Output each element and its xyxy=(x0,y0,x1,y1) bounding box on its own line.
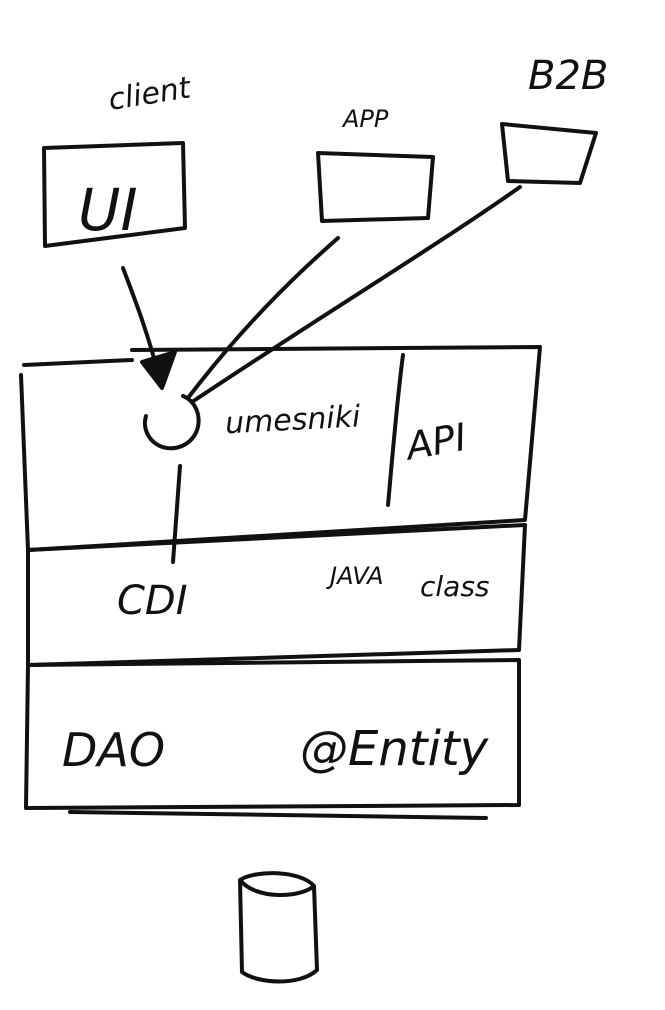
dao-bottom-stroke xyxy=(68,810,488,820)
database-cylinder xyxy=(238,871,319,984)
app-box xyxy=(316,151,435,223)
java-class-layer-box xyxy=(26,523,527,667)
api-endpoint-circle xyxy=(142,394,201,451)
cdi-connector xyxy=(171,464,182,564)
b2b-label: B2B xyxy=(528,53,608,99)
entity-label: @Entity xyxy=(300,721,489,777)
arrow-head xyxy=(140,350,177,390)
class-label: class xyxy=(420,570,490,603)
client-label: client xyxy=(106,70,194,118)
java-label: JAVA xyxy=(326,562,384,590)
api-label: API xyxy=(400,415,470,469)
api-divider xyxy=(386,353,405,507)
ui-box xyxy=(42,141,187,248)
b2b-to-api-line xyxy=(190,185,522,404)
dao-label: DAO xyxy=(62,723,165,777)
ui-label: UI xyxy=(78,176,138,244)
dao-layer-box xyxy=(24,658,521,810)
app-to-api-line xyxy=(186,236,340,400)
api-layer-box xyxy=(19,345,542,552)
b2b-box xyxy=(500,122,598,185)
app-label: APP xyxy=(341,105,389,133)
umesniki-label: umesniki xyxy=(224,399,362,441)
cdi-label: CDI xyxy=(117,578,188,624)
